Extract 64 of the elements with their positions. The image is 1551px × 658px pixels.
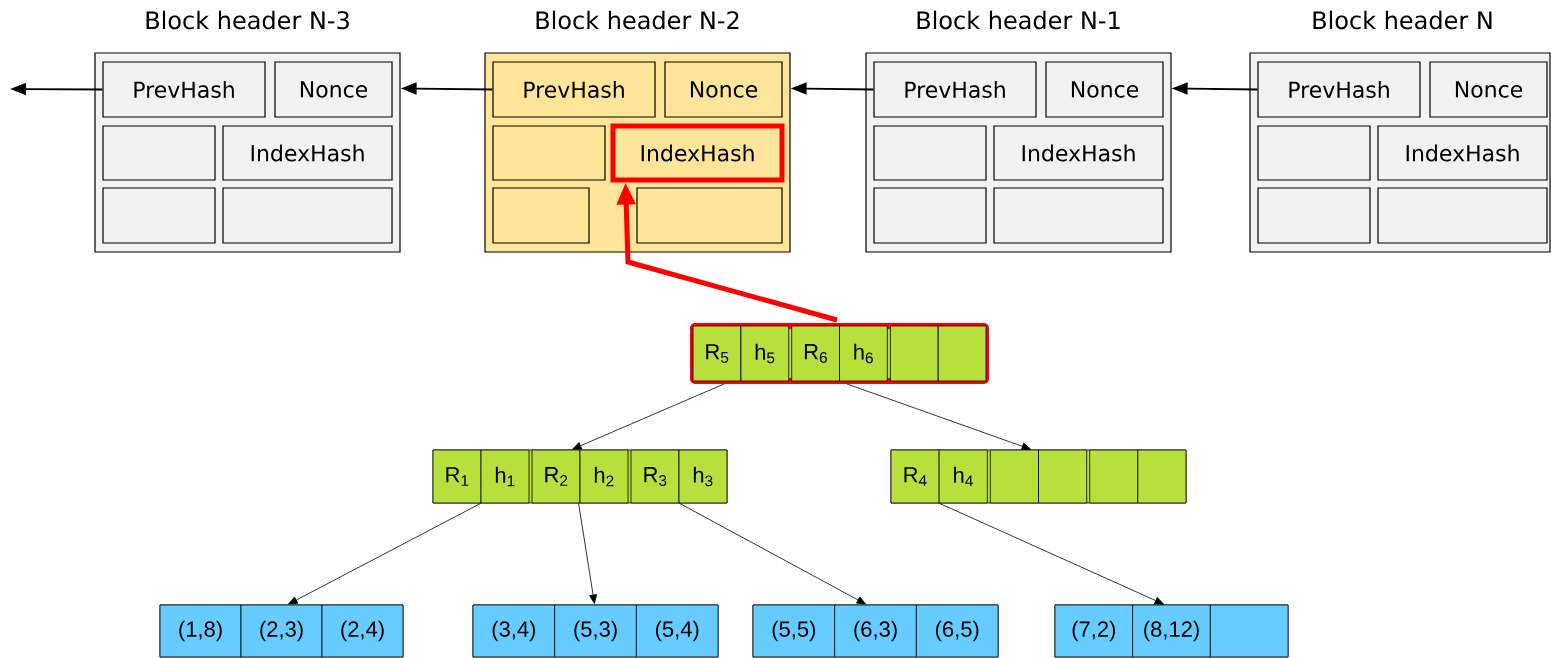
field-cell: IndexHash bbox=[222, 125, 393, 181]
entry-cell bbox=[937, 325, 987, 382]
field-cell bbox=[492, 125, 606, 181]
field-cell bbox=[1257, 187, 1371, 244]
field-cell bbox=[102, 187, 216, 244]
block-title: Block header N bbox=[1313, 10, 1492, 30]
field-cell bbox=[873, 125, 987, 181]
field-cell: PrevHash bbox=[102, 61, 266, 118]
field-cell bbox=[222, 187, 393, 244]
entry-cell bbox=[1038, 449, 1088, 504]
entry-cell: R$_{3}$ bbox=[630, 449, 680, 504]
entry-cell: h$_{6}$ bbox=[839, 325, 888, 382]
entry-cell: (5,4) bbox=[635, 604, 719, 658]
field-cell bbox=[1377, 187, 1548, 244]
entry-cell bbox=[1137, 449, 1187, 504]
entry-cell: h$_{3}$ bbox=[678, 449, 728, 504]
entry-cell bbox=[989, 449, 1039, 504]
entry-cell: R$_{2}$ bbox=[531, 449, 581, 504]
field-cell: Nonce bbox=[1429, 61, 1548, 118]
field-cell: IndexHash bbox=[610, 123, 785, 183]
entry-cell bbox=[1089, 449, 1139, 504]
field-cell bbox=[102, 125, 216, 181]
block-title: Block header N-1 bbox=[917, 10, 1120, 30]
field-cell: PrevHash bbox=[1257, 61, 1421, 118]
entry-cell: (3,4) bbox=[472, 604, 556, 658]
field-cell: IndexHash bbox=[1377, 125, 1548, 181]
entry-cell: (5,3) bbox=[554, 604, 637, 658]
entry-cell: (7,2) bbox=[1054, 604, 1134, 658]
arrow bbox=[288, 503, 481, 605]
block-title: Block header N-3 bbox=[146, 10, 349, 30]
arrow bbox=[679, 503, 867, 605]
entry-cell: (8,12) bbox=[1132, 604, 1211, 658]
block-title: Block header N-2 bbox=[536, 10, 739, 30]
arrow bbox=[846, 383, 1031, 451]
entry-cell bbox=[1209, 604, 1289, 658]
arrow bbox=[939, 503, 1164, 605]
field-cell: PrevHash bbox=[873, 61, 1037, 118]
entry-cell: h$_{1}$ bbox=[480, 449, 530, 504]
arrow bbox=[572, 383, 725, 450]
entry-cell: h$_{5}$ bbox=[740, 325, 790, 382]
entry-cell: (5,5) bbox=[752, 604, 836, 658]
entry-cell: h$_{4}$ bbox=[938, 449, 988, 504]
entry-cell: R$_{4}$ bbox=[890, 449, 940, 504]
field-cell bbox=[1257, 125, 1371, 181]
field-cell: IndexHash bbox=[993, 125, 1164, 181]
field-cell bbox=[873, 187, 987, 244]
field-cell bbox=[492, 187, 590, 244]
field-cell bbox=[636, 187, 783, 244]
entry-cell: (1,8) bbox=[159, 604, 242, 658]
field-cell: PrevHash bbox=[492, 61, 656, 118]
entry-cell: (2,4) bbox=[321, 604, 404, 658]
field-cell: Nonce bbox=[274, 61, 393, 118]
entry-cell: R$_{6}$ bbox=[791, 325, 840, 382]
entry-cell: (2,3) bbox=[240, 604, 323, 658]
entry-cell: (6,5) bbox=[915, 604, 999, 658]
entry-cell: h$_{2}$ bbox=[579, 449, 629, 504]
entry-cell bbox=[890, 325, 939, 382]
entry-cell: (6,3) bbox=[834, 604, 917, 658]
field-cell: Nonce bbox=[1045, 61, 1164, 118]
entry-cell: R$_{1}$ bbox=[432, 449, 482, 504]
field-cell: Nonce bbox=[664, 61, 783, 118]
field-cell bbox=[993, 187, 1164, 244]
arrow bbox=[578, 503, 597, 604]
entry-cell: R$_{5}$ bbox=[692, 325, 742, 382]
